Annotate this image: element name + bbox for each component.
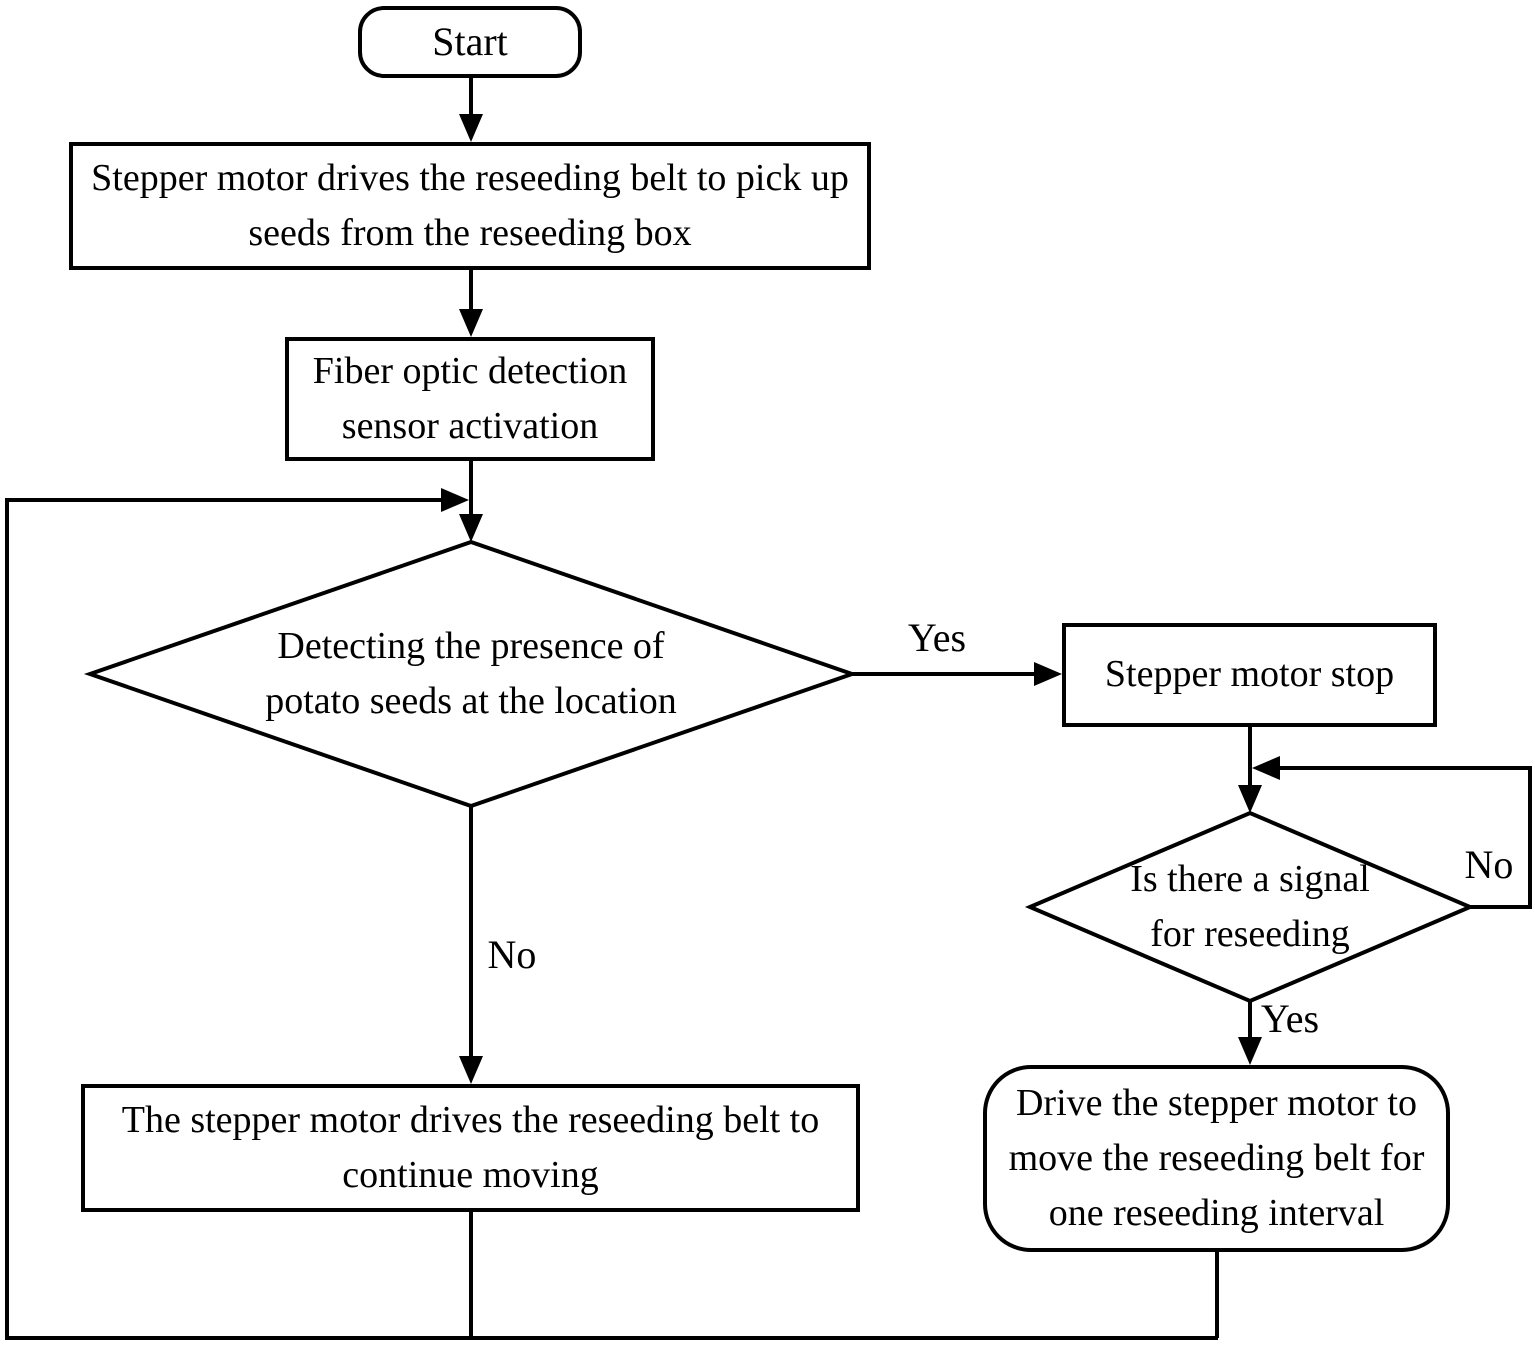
edge-label-signal-no: No [1464,842,1514,887]
arrowhead-down-icon [1238,785,1262,813]
edge-detect-no-to-continue [459,806,483,1084]
node-signal-decision-label: Is there a signal for reseeding [1130,857,1370,955]
arrowhead-left-icon [1252,756,1280,780]
edge-fiber-to-detect [459,461,483,542]
edge-start-to-pick [459,78,483,142]
connector-line [5,498,1218,1340]
arrowhead-right-icon [1034,662,1062,686]
arrowhead-down-icon [459,114,483,142]
edge-label-detect-yes: Yes [907,615,967,660]
edge-return-loop-left [5,488,1218,1340]
node-drive-reseed: Drive the stepper motor to move the rese… [983,1065,1450,1252]
edge-pick-to-fiber [459,270,483,337]
arrowhead-down-icon [459,309,483,337]
node-start: Start [358,6,582,78]
node-detect-decision-label: Detecting the presence of potato seeds a… [265,624,677,722]
decision-diamond-signal [1024,810,1476,1004]
edge-detect-yes-to-stop [852,662,1062,686]
edge-signal-no-loop [1252,756,1532,909]
arrowhead-down-icon [459,514,483,542]
edge-label-signal-yes: Yes [1260,996,1320,1041]
edge-stop-to-signal [1238,727,1262,813]
arrowhead-down-icon [1238,1037,1262,1065]
decision-diamond-detect [83,539,859,809]
node-fiber-sensor: Fiber optic detection sensor activation [285,337,655,461]
edge-signal-yes-to-drive [1238,1001,1262,1065]
node-pick-seeds: Stepper motor drives the reseeding belt … [69,142,871,270]
connector-line [1280,766,1532,909]
node-continue-moving: The stepper motor drives the reseeding b… [81,1084,860,1212]
edge-label-detect-no: No [487,932,537,977]
arrowhead-right-icon [441,488,469,512]
arrowhead-down-icon [459,1056,483,1084]
node-stepper-stop: Stepper motor stop [1062,623,1437,727]
